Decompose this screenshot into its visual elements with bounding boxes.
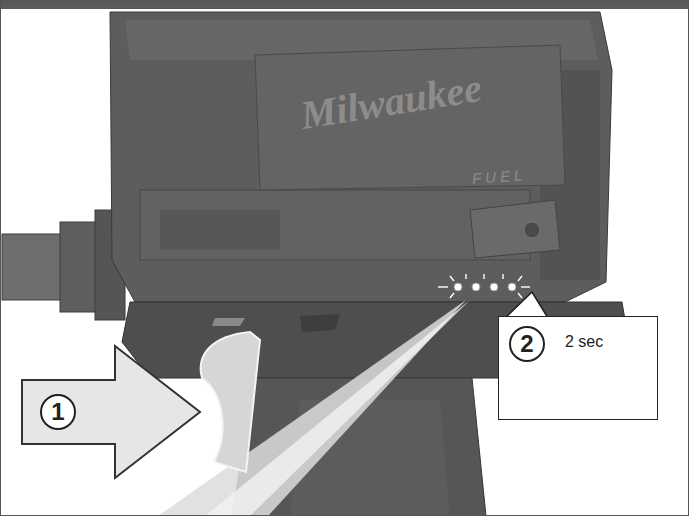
- callout-number-text: 1: [51, 398, 64, 426]
- duration-text: 2 sec: [565, 333, 603, 351]
- callout-box: 2 sec 2: [498, 316, 658, 420]
- callout-number-text: 2: [520, 330, 533, 358]
- callout-number: 1: [40, 394, 76, 430]
- callout-number: 2: [509, 326, 545, 362]
